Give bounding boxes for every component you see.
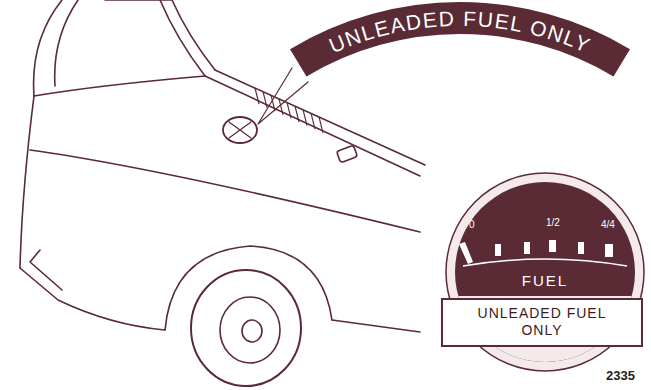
banner-shape: UNLEADED FUEL ONLY [285, 0, 637, 92]
bumper-end [30, 250, 62, 290]
rear-window-trim [55, 0, 78, 86]
beltline-lower [205, 76, 420, 176]
fuel-gauge: 0 1/2 4/4FUEL UNLEADED FUEL ONLY [445, 172, 645, 372]
roof-line [105, 0, 172, 1]
label-box: UNLEADED FUEL ONLY [441, 298, 643, 347]
quarter-crease [30, 150, 420, 232]
fuel-cap-detail [229, 122, 251, 138]
beltline [215, 70, 425, 165]
tire [191, 270, 301, 386]
rear-corner [20, 96, 34, 268]
louver-vents [255, 88, 323, 133]
banner-band [290, 2, 630, 77]
leader-line [258, 68, 308, 124]
gauge-mark-number: 0 [469, 219, 475, 230]
deck-edge [34, 76, 205, 96]
wheel-hub [242, 320, 262, 342]
gauge-mark-number: 4/4 [601, 219, 615, 230]
wheel-arch [165, 246, 332, 330]
label-box-text: UNLEADED FUEL ONLY [468, 300, 616, 339]
figure-number: 2335 [606, 368, 635, 383]
wheel-rim [220, 297, 280, 363]
rocker-line [332, 320, 420, 332]
curved-banner: UNLEADED FUEL ONLY [285, 0, 637, 92]
roof-pillar-trim [160, 0, 205, 76]
banner-text: UNLEADED FUEL ONLY [326, 7, 595, 57]
gauge-mark-number: 1/2 [546, 217, 560, 228]
fuel-door [223, 117, 257, 143]
lower-rear-body [20, 268, 165, 330]
door-handle [336, 145, 357, 162]
banner-text: UNLEADED FUEL ONLY [326, 7, 595, 57]
gauge-title: FUEL [522, 272, 568, 289]
